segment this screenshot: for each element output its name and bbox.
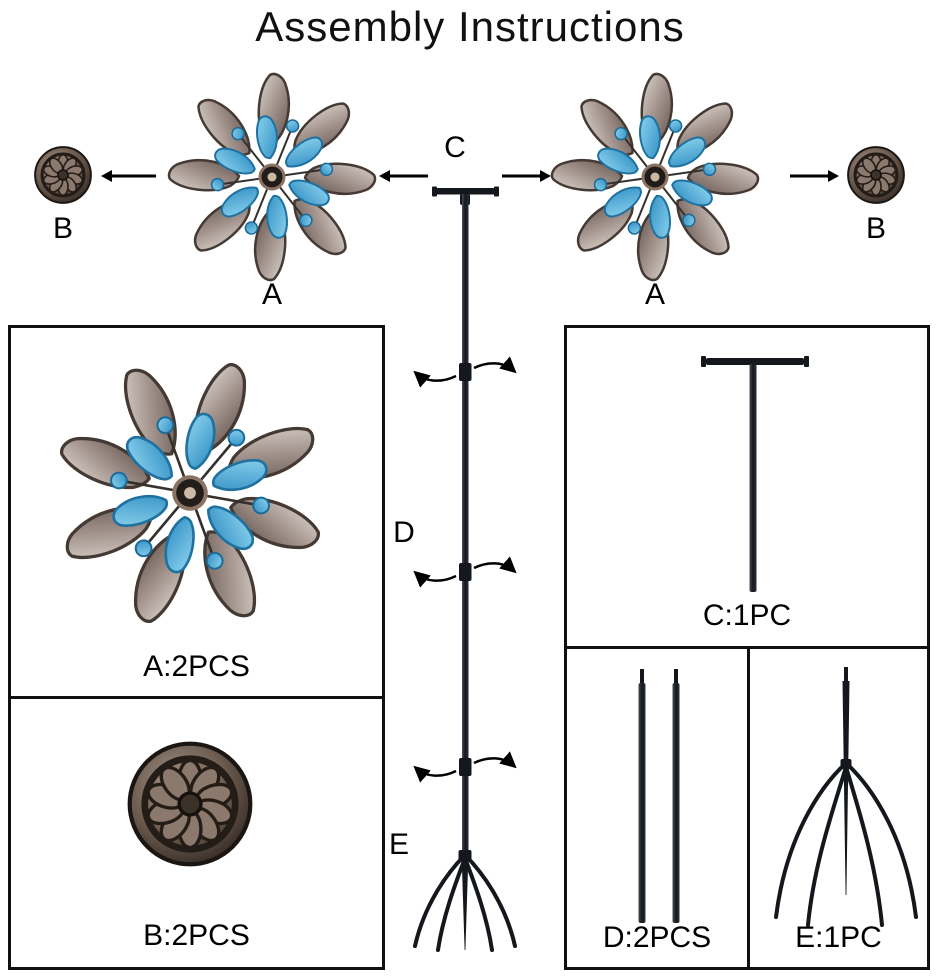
part-label-e: E:1PC bbox=[795, 921, 882, 954]
center-pole bbox=[462, 194, 469, 854]
finial-cap-illustration-left bbox=[33, 145, 93, 205]
ground-stake bbox=[413, 850, 517, 952]
page-title: Assembly Instructions bbox=[255, 3, 685, 50]
arrow-left-icon bbox=[101, 170, 156, 182]
rotation-joint bbox=[413, 356, 517, 388]
finial-cap-illustration-right bbox=[846, 145, 906, 205]
exploded-label-rotor-left: A bbox=[261, 278, 282, 311]
part-box-c: C:1PC bbox=[564, 325, 930, 649]
pole-assembly-illustration bbox=[413, 186, 517, 952]
part-box-d: D:2PCS bbox=[564, 646, 750, 970]
arrow-right-icon bbox=[502, 170, 551, 182]
exploded-label-cap-left: B bbox=[52, 212, 73, 245]
part-label-b: B:2PCS bbox=[143, 919, 250, 952]
arrow-left-icon bbox=[379, 170, 428, 182]
ground-stake-illustration bbox=[774, 667, 918, 927]
rotation-joint bbox=[413, 556, 517, 588]
exploded-label-rotor-right: A bbox=[644, 278, 665, 311]
exploded-label-stake: E bbox=[388, 828, 409, 861]
exploded-label-cap-right: B bbox=[865, 212, 886, 245]
part-label-c: C:1PC bbox=[702, 599, 792, 632]
wind-spinner-rotor-illustration-large bbox=[43, 346, 337, 640]
part-label-a: A:2PCS bbox=[143, 650, 250, 683]
wind-spinner-rotor-illustration-left bbox=[160, 65, 384, 289]
part-label-d: D:2PCS bbox=[602, 921, 712, 954]
wind-spinner-rotor-illustration-right bbox=[543, 65, 767, 289]
rotation-joint bbox=[413, 751, 517, 783]
extension-poles-illustration bbox=[638, 669, 680, 923]
exploded-label-shaft: D bbox=[393, 516, 415, 549]
part-box-b: B:2PCS bbox=[8, 696, 385, 970]
finial-cap-illustration-large bbox=[123, 737, 257, 871]
arrow-right-icon bbox=[790, 170, 839, 182]
part-box-e: E:1PC bbox=[747, 646, 930, 970]
part-box-a: A:2PCS bbox=[8, 325, 385, 699]
t-bar-pole-illustration bbox=[701, 356, 809, 592]
exploded-label-pole-top: C bbox=[444, 131, 466, 164]
